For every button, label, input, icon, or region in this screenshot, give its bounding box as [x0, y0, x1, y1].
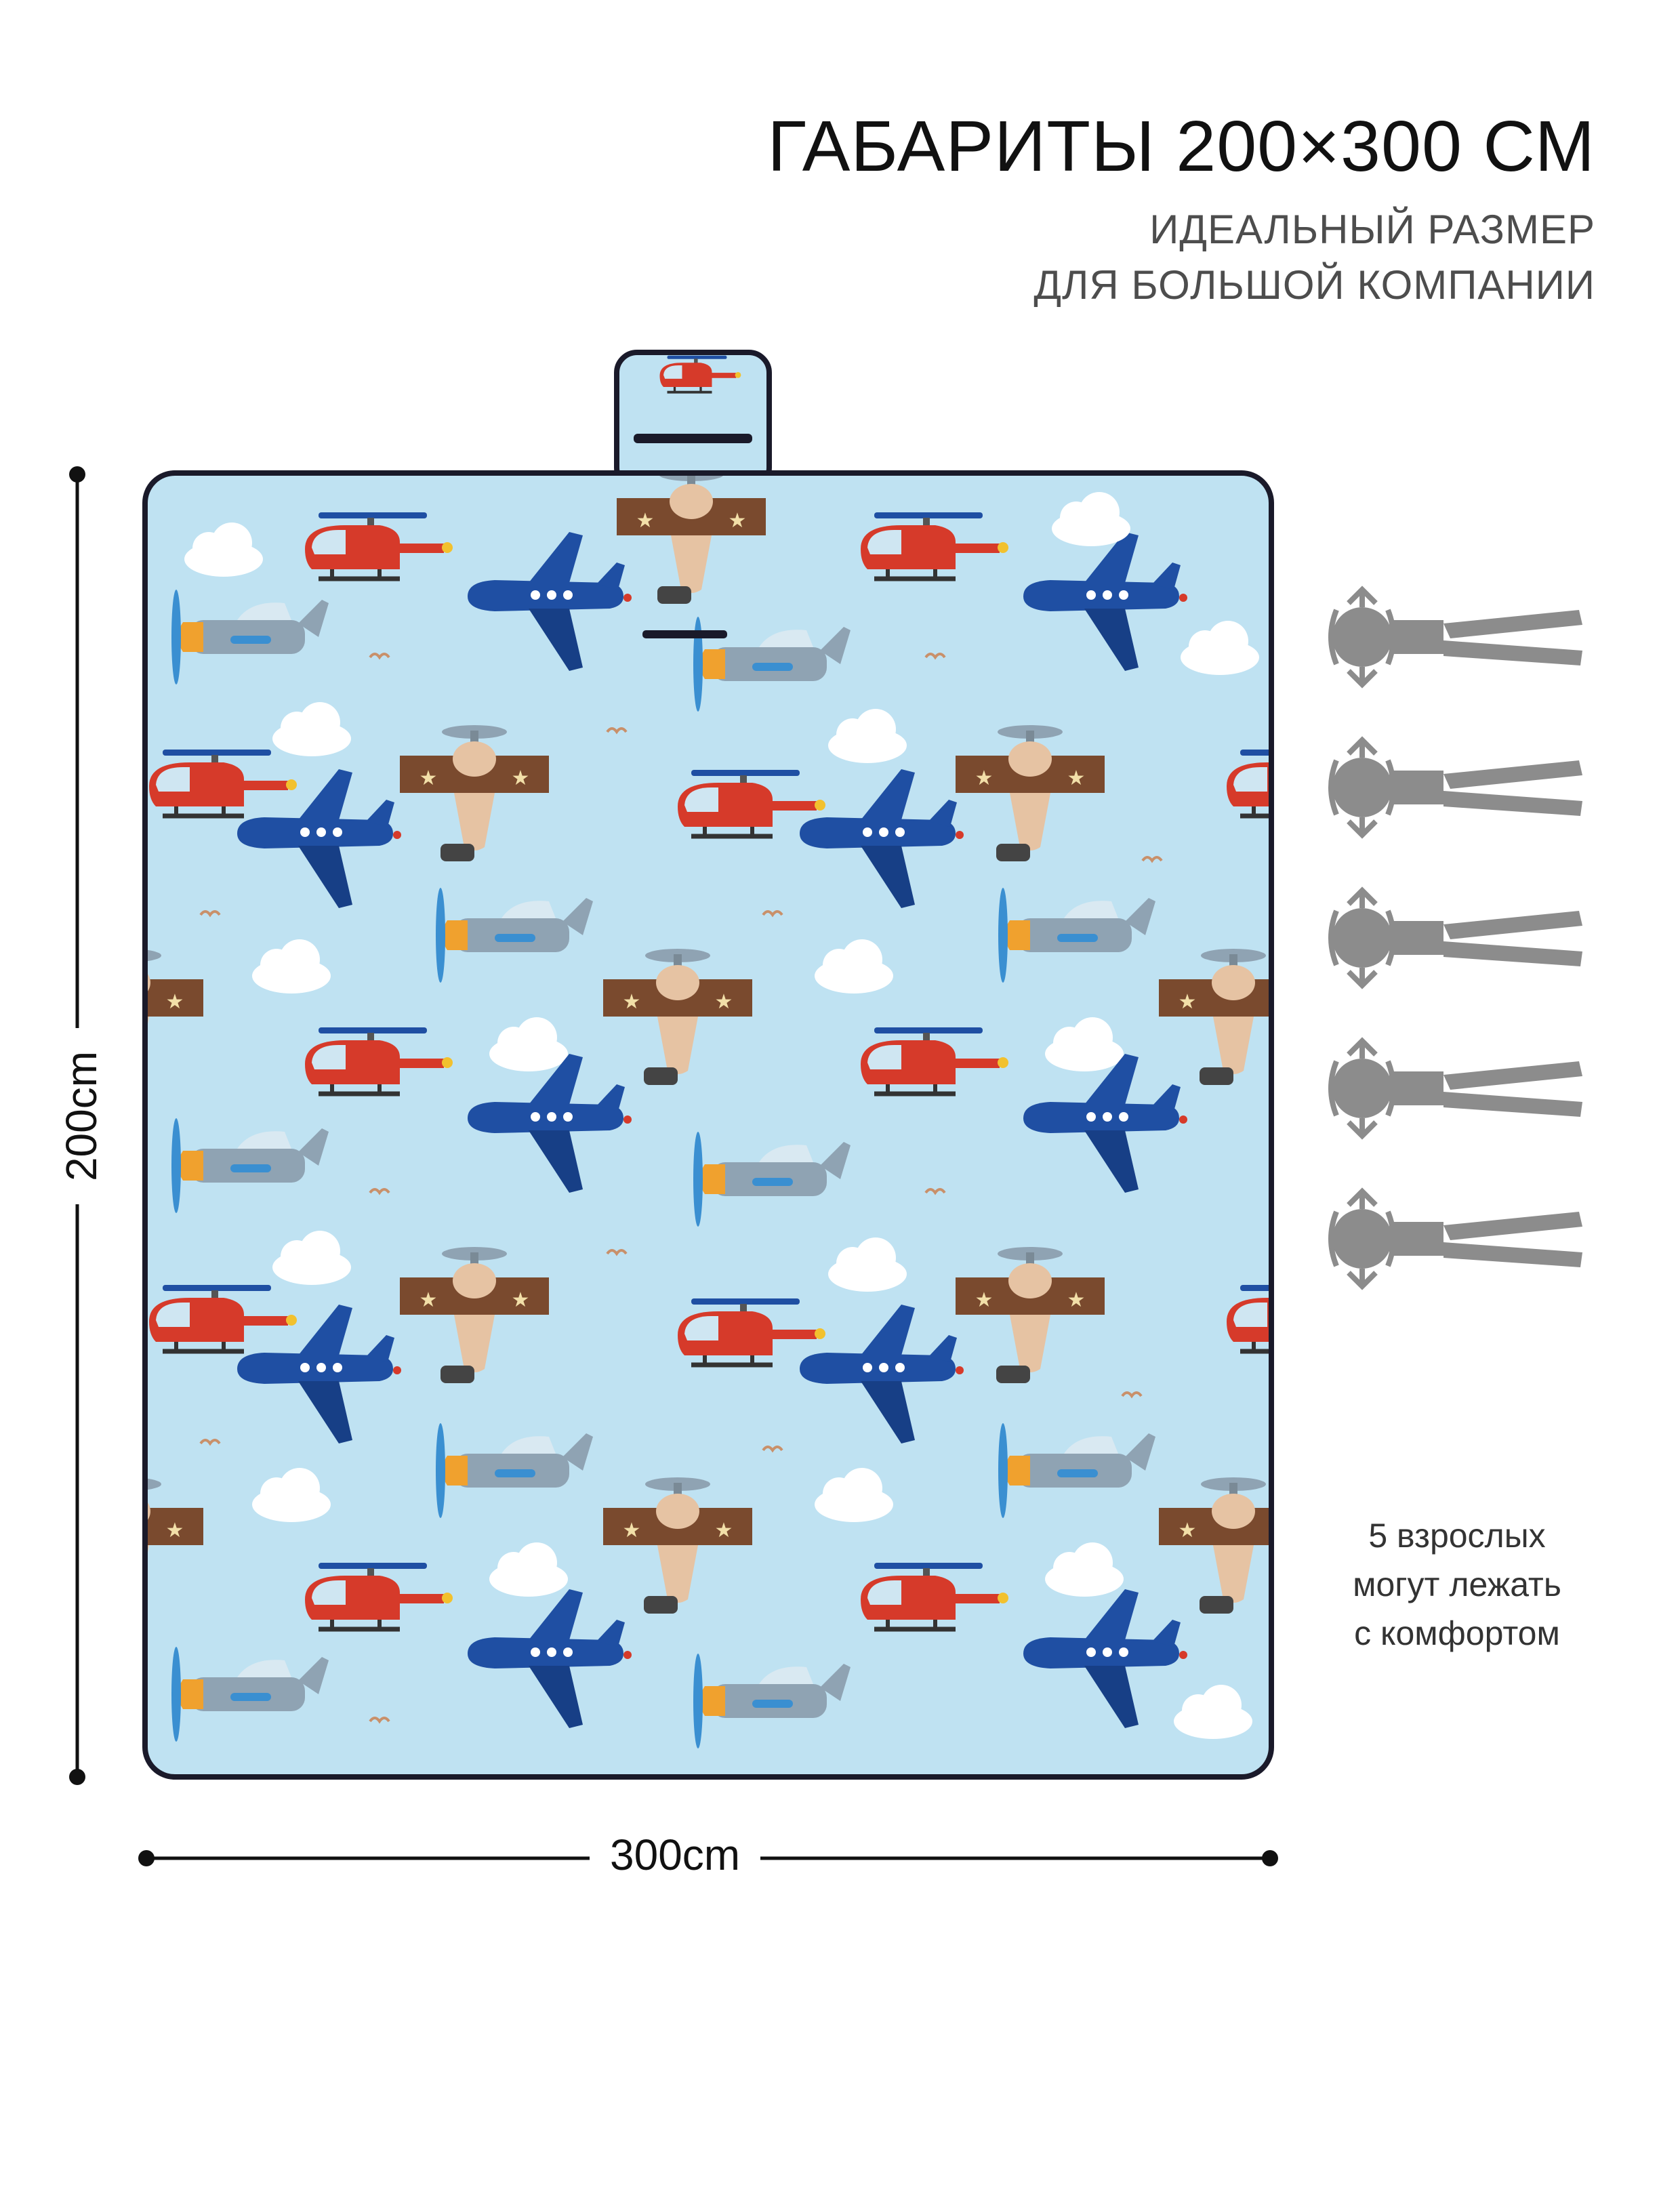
- page-title: ГАБАРИТЫ 200×300 СМ: [767, 106, 1595, 186]
- capacity-caption: 5 взрослых могут лежать с комфортом: [1315, 1511, 1599, 1658]
- person-icon-3: [1322, 884, 1593, 992]
- caption-line-1: 5 взрослых: [1368, 1517, 1546, 1555]
- person-icon-5: [1322, 1185, 1593, 1293]
- caption-line-2: могут лежать: [1353, 1565, 1561, 1603]
- caption-line-3: с комфортом: [1354, 1614, 1560, 1652]
- subtitle-line-1: ИДЕАЛЬНЫЙ РАЗМЕР: [1149, 207, 1595, 252]
- mat-pattern: [148, 476, 1269, 1748]
- picnic-mat: [142, 470, 1274, 1780]
- person-icon-4: [1322, 1034, 1593, 1143]
- person-icon-1: [1322, 583, 1593, 691]
- page-subtitle: ИДЕАЛЬНЫЙ РАЗМЕР ДЛЯ БОЛЬШОЙ КОМПАНИИ: [1033, 202, 1595, 313]
- width-label: 300cm: [590, 1830, 761, 1880]
- people-capacity-icons: [1322, 583, 1606, 1335]
- subtitle-line-2: ДЛЯ БОЛЬШОЙ КОМПАНИИ: [1033, 262, 1595, 308]
- height-label: 200cm: [56, 1028, 106, 1204]
- person-icon-2: [1322, 733, 1593, 842]
